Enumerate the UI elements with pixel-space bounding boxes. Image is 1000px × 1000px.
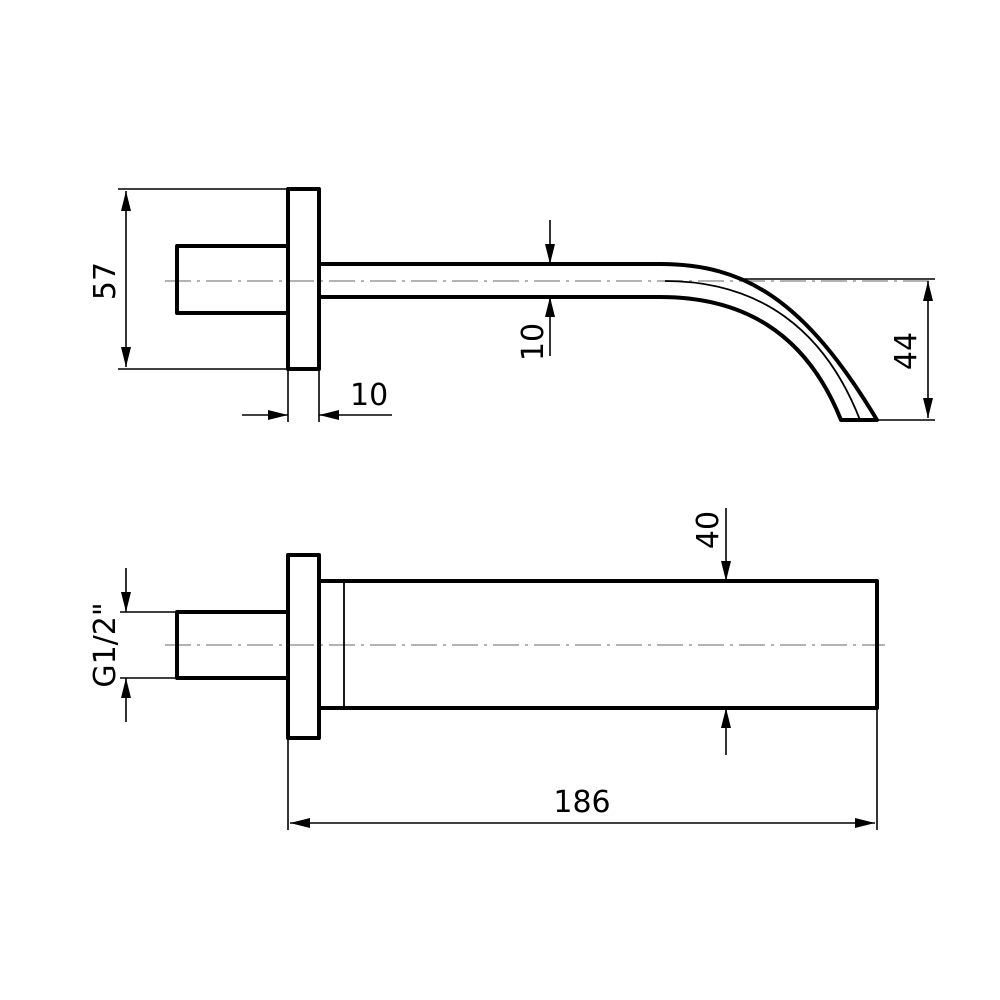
dim-44-label: 44 — [889, 332, 924, 370]
dim-186-label: 186 — [553, 785, 610, 820]
side-wall-plate — [286, 187, 321, 371]
dim-plate-10-label: 10 — [350, 378, 388, 413]
top-view: G1/2" 40 186 — [88, 508, 885, 830]
top-wall-plate — [286, 553, 321, 740]
dim-thread-label: G1/2" — [88, 602, 123, 687]
side-inlet-connector — [175, 244, 290, 315]
dim-44: 44 — [740, 278, 935, 421]
side-view: 57 10 10 44 — [88, 187, 935, 422]
dim-57: 57 — [88, 188, 288, 370]
dim-40-label: 40 — [691, 511, 726, 549]
side-spout-inner-line — [664, 280, 861, 421]
top-inlet-connector — [175, 610, 290, 680]
side-spout-body — [317, 262, 879, 422]
dim-186: 186 — [287, 708, 878, 830]
dim-thread: G1/2" — [88, 568, 177, 722]
dim-spout-10-label: 10 — [516, 323, 551, 361]
dim-spout-10: 10 — [516, 220, 555, 361]
dim-plate-10: 10 — [242, 369, 392, 422]
top-spout-body — [317, 579, 879, 710]
dim-40: 40 — [691, 508, 731, 755]
dim-57-label: 57 — [88, 262, 123, 300]
